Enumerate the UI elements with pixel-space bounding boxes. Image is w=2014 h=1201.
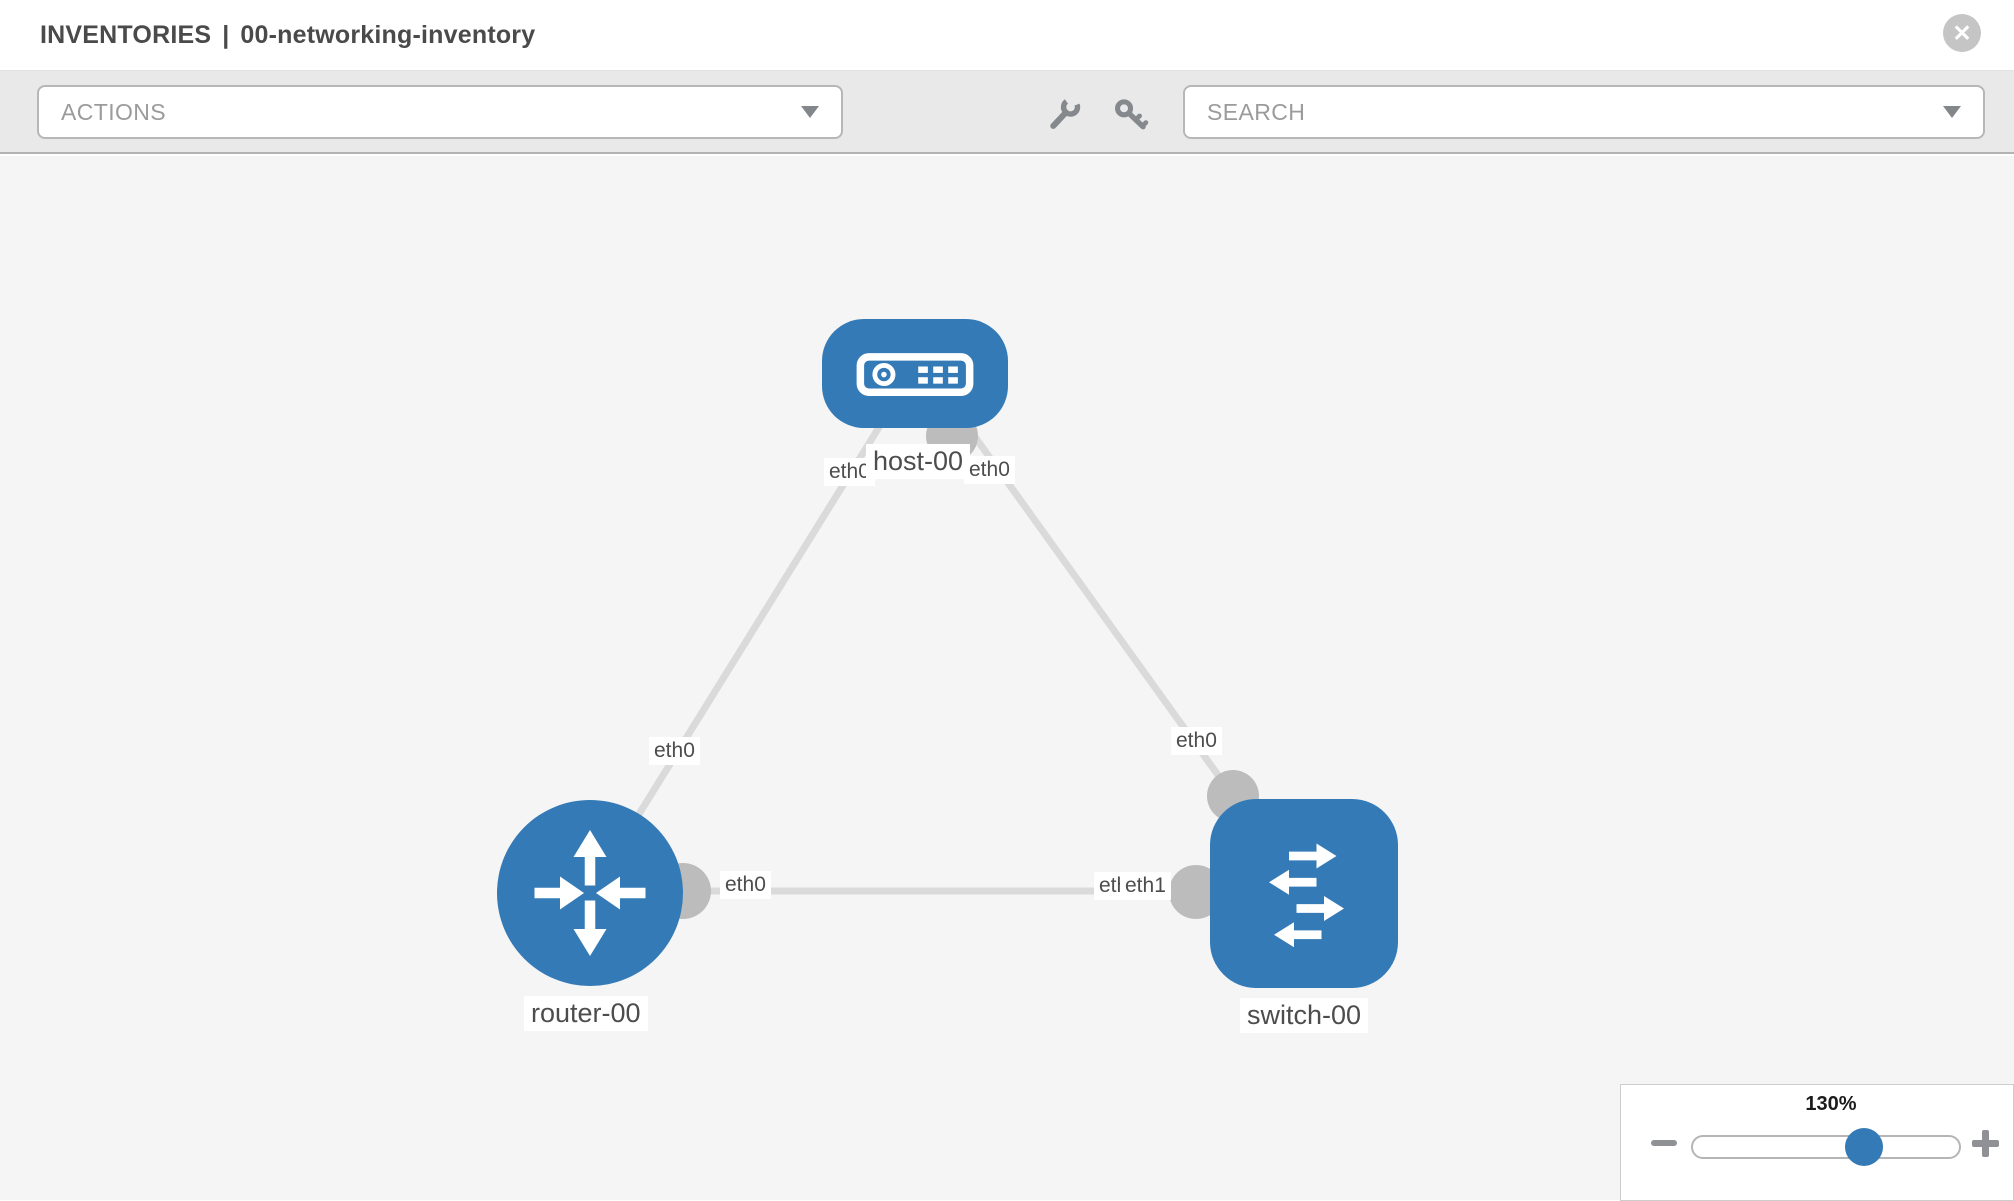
inventory-header: INVENTORIES | 00-networking-inventory ✕ [0, 0, 2014, 71]
interface-label: eth0 [720, 871, 771, 899]
credentials-button[interactable] [1112, 96, 1150, 134]
zoom-level-value: 130% [1769, 1093, 1893, 1116]
close-button[interactable]: ✕ [1943, 14, 1981, 52]
interface-label: eth0 [1171, 727, 1222, 755]
zoom-panel: 130% [1620, 1084, 2014, 1201]
page-title: INVENTORIES | 00-networking-inventory [40, 21, 535, 50]
zoom-slider-thumb[interactable] [1845, 1128, 1883, 1166]
zoom-out-icon[interactable] [1651, 1140, 1677, 1146]
interface-label: eth0 [649, 737, 700, 765]
topology-toolbar: ACTIONS SEARCH [0, 71, 2014, 154]
interface-label: eth0 [964, 456, 1015, 484]
node-label-host: host-00 [866, 444, 970, 479]
node-switch-00[interactable] [1210, 799, 1398, 988]
wrench-icon [1046, 96, 1084, 134]
topology-canvas[interactable]: eth0 host-00 eth0 eth0 eth0 eth0 eth0 et… [0, 156, 2014, 1200]
search-dropdown[interactable]: SEARCH [1183, 85, 1985, 139]
zoom-slider-track[interactable] [1691, 1135, 1961, 1159]
key-icon [1112, 96, 1150, 134]
configure-button[interactable] [1046, 96, 1084, 134]
node-router-00[interactable] [497, 800, 683, 986]
switch-icon [1239, 831, 1369, 956]
links-layer [0, 156, 2014, 1200]
zoom-in-icon[interactable] [1972, 1130, 1999, 1157]
chevron-down-icon [801, 106, 819, 118]
close-icon: ✕ [1952, 22, 1971, 45]
breadcrumb-section: INVENTORIES [40, 21, 211, 50]
node-label-router: router-00 [524, 996, 648, 1031]
chevron-down-icon [1943, 106, 1961, 118]
breadcrumb-divider: | [222, 21, 229, 50]
inventory-name: 00-networking-inventory [240, 21, 535, 50]
host-icon [855, 344, 975, 404]
node-host-00[interactable] [822, 319, 1008, 428]
search-dropdown-label: SEARCH [1207, 99, 1305, 126]
node-label-switch: switch-00 [1240, 998, 1368, 1033]
actions-dropdown[interactable]: ACTIONS [37, 85, 843, 139]
interface-label: eth1 [1120, 872, 1171, 900]
actions-dropdown-label: ACTIONS [61, 99, 166, 126]
router-icon [515, 818, 665, 968]
